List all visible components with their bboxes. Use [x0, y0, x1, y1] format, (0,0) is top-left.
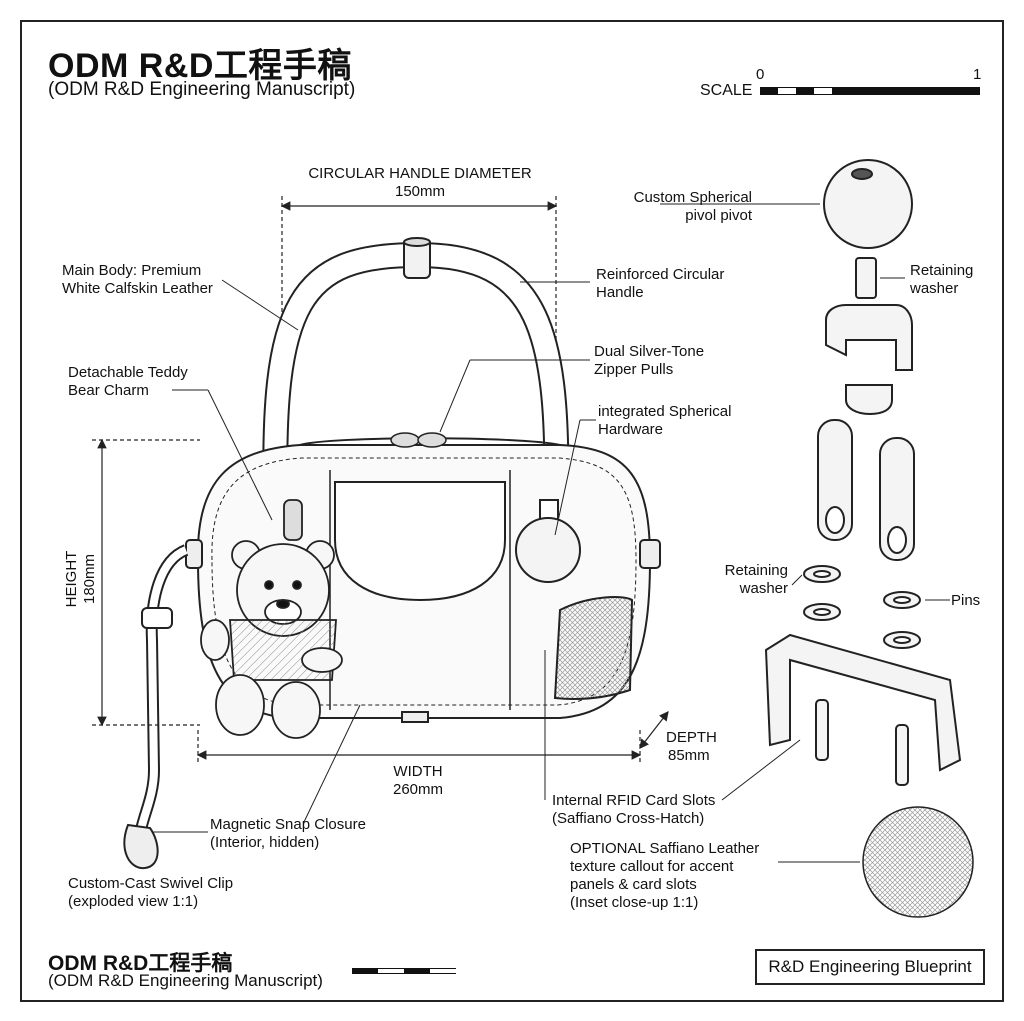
width-dimension-title: WIDTH	[393, 763, 443, 780]
leader-lines	[152, 203, 950, 863]
scale-start: 0	[756, 66, 765, 83]
exploded-hardware	[764, 159, 962, 786]
width-dimension	[196, 730, 642, 765]
teddy-bear-charm	[200, 499, 343, 739]
callout-saffiano-optional: OPTIONAL Saffiano Leather texture callou…	[570, 840, 760, 911]
depth-dimension-title: DEPTH	[666, 729, 717, 746]
footer-subtitle: (ODM R&D Engineering Manuscript)	[48, 971, 323, 990]
scale-bar	[760, 87, 980, 95]
callout-pins: Pins	[951, 592, 981, 609]
spherical-pivot	[823, 159, 913, 249]
height-dimension-title: HEIGHT	[63, 550, 80, 608]
spherical-hardware-on-bag	[515, 499, 581, 583]
scale-end: 1	[973, 66, 982, 83]
callout-magnetic-closure: Magnetic Snap Closure(Interior, hidden)	[210, 816, 366, 851]
page-subtitle: (ODM R&D Engineering Manuscript)	[48, 79, 356, 100]
height-dimension-value: 180mm	[81, 553, 98, 605]
handle-dimension-value: 150mm	[394, 183, 446, 200]
drawing-frame	[20, 20, 1004, 1002]
callout-rfid-slots: Internal RFID Card Slots(Saffiano Cross-…	[552, 792, 716, 827]
depth-dimension	[639, 711, 669, 749]
callout-swivel-clip: Custom-Cast Swivel Clip(exploded view 1:…	[68, 875, 234, 910]
footer-scale-bar	[352, 968, 456, 974]
scale-label: SCALE	[700, 82, 753, 99]
zipper-pulls-on-bag	[390, 432, 447, 448]
saffiano-inset	[862, 806, 974, 918]
circular-handle	[262, 237, 570, 513]
height-dimension	[92, 438, 200, 727]
swivel-clip-strap	[123, 544, 189, 870]
blueprint-badge: R&D Engineering Blueprint	[755, 949, 985, 985]
handle-dimension	[280, 196, 558, 440]
depth-dimension-value: 85mm	[668, 747, 710, 764]
footer-title: ODM R&D工程手稿	[48, 952, 233, 975]
width-dimension-value: 260mm	[392, 781, 444, 798]
page-title: ODM R&D工程手稿	[48, 47, 352, 85]
handle-dimension-title: CIRCULAR HANDLE DIAMETER	[308, 165, 532, 182]
